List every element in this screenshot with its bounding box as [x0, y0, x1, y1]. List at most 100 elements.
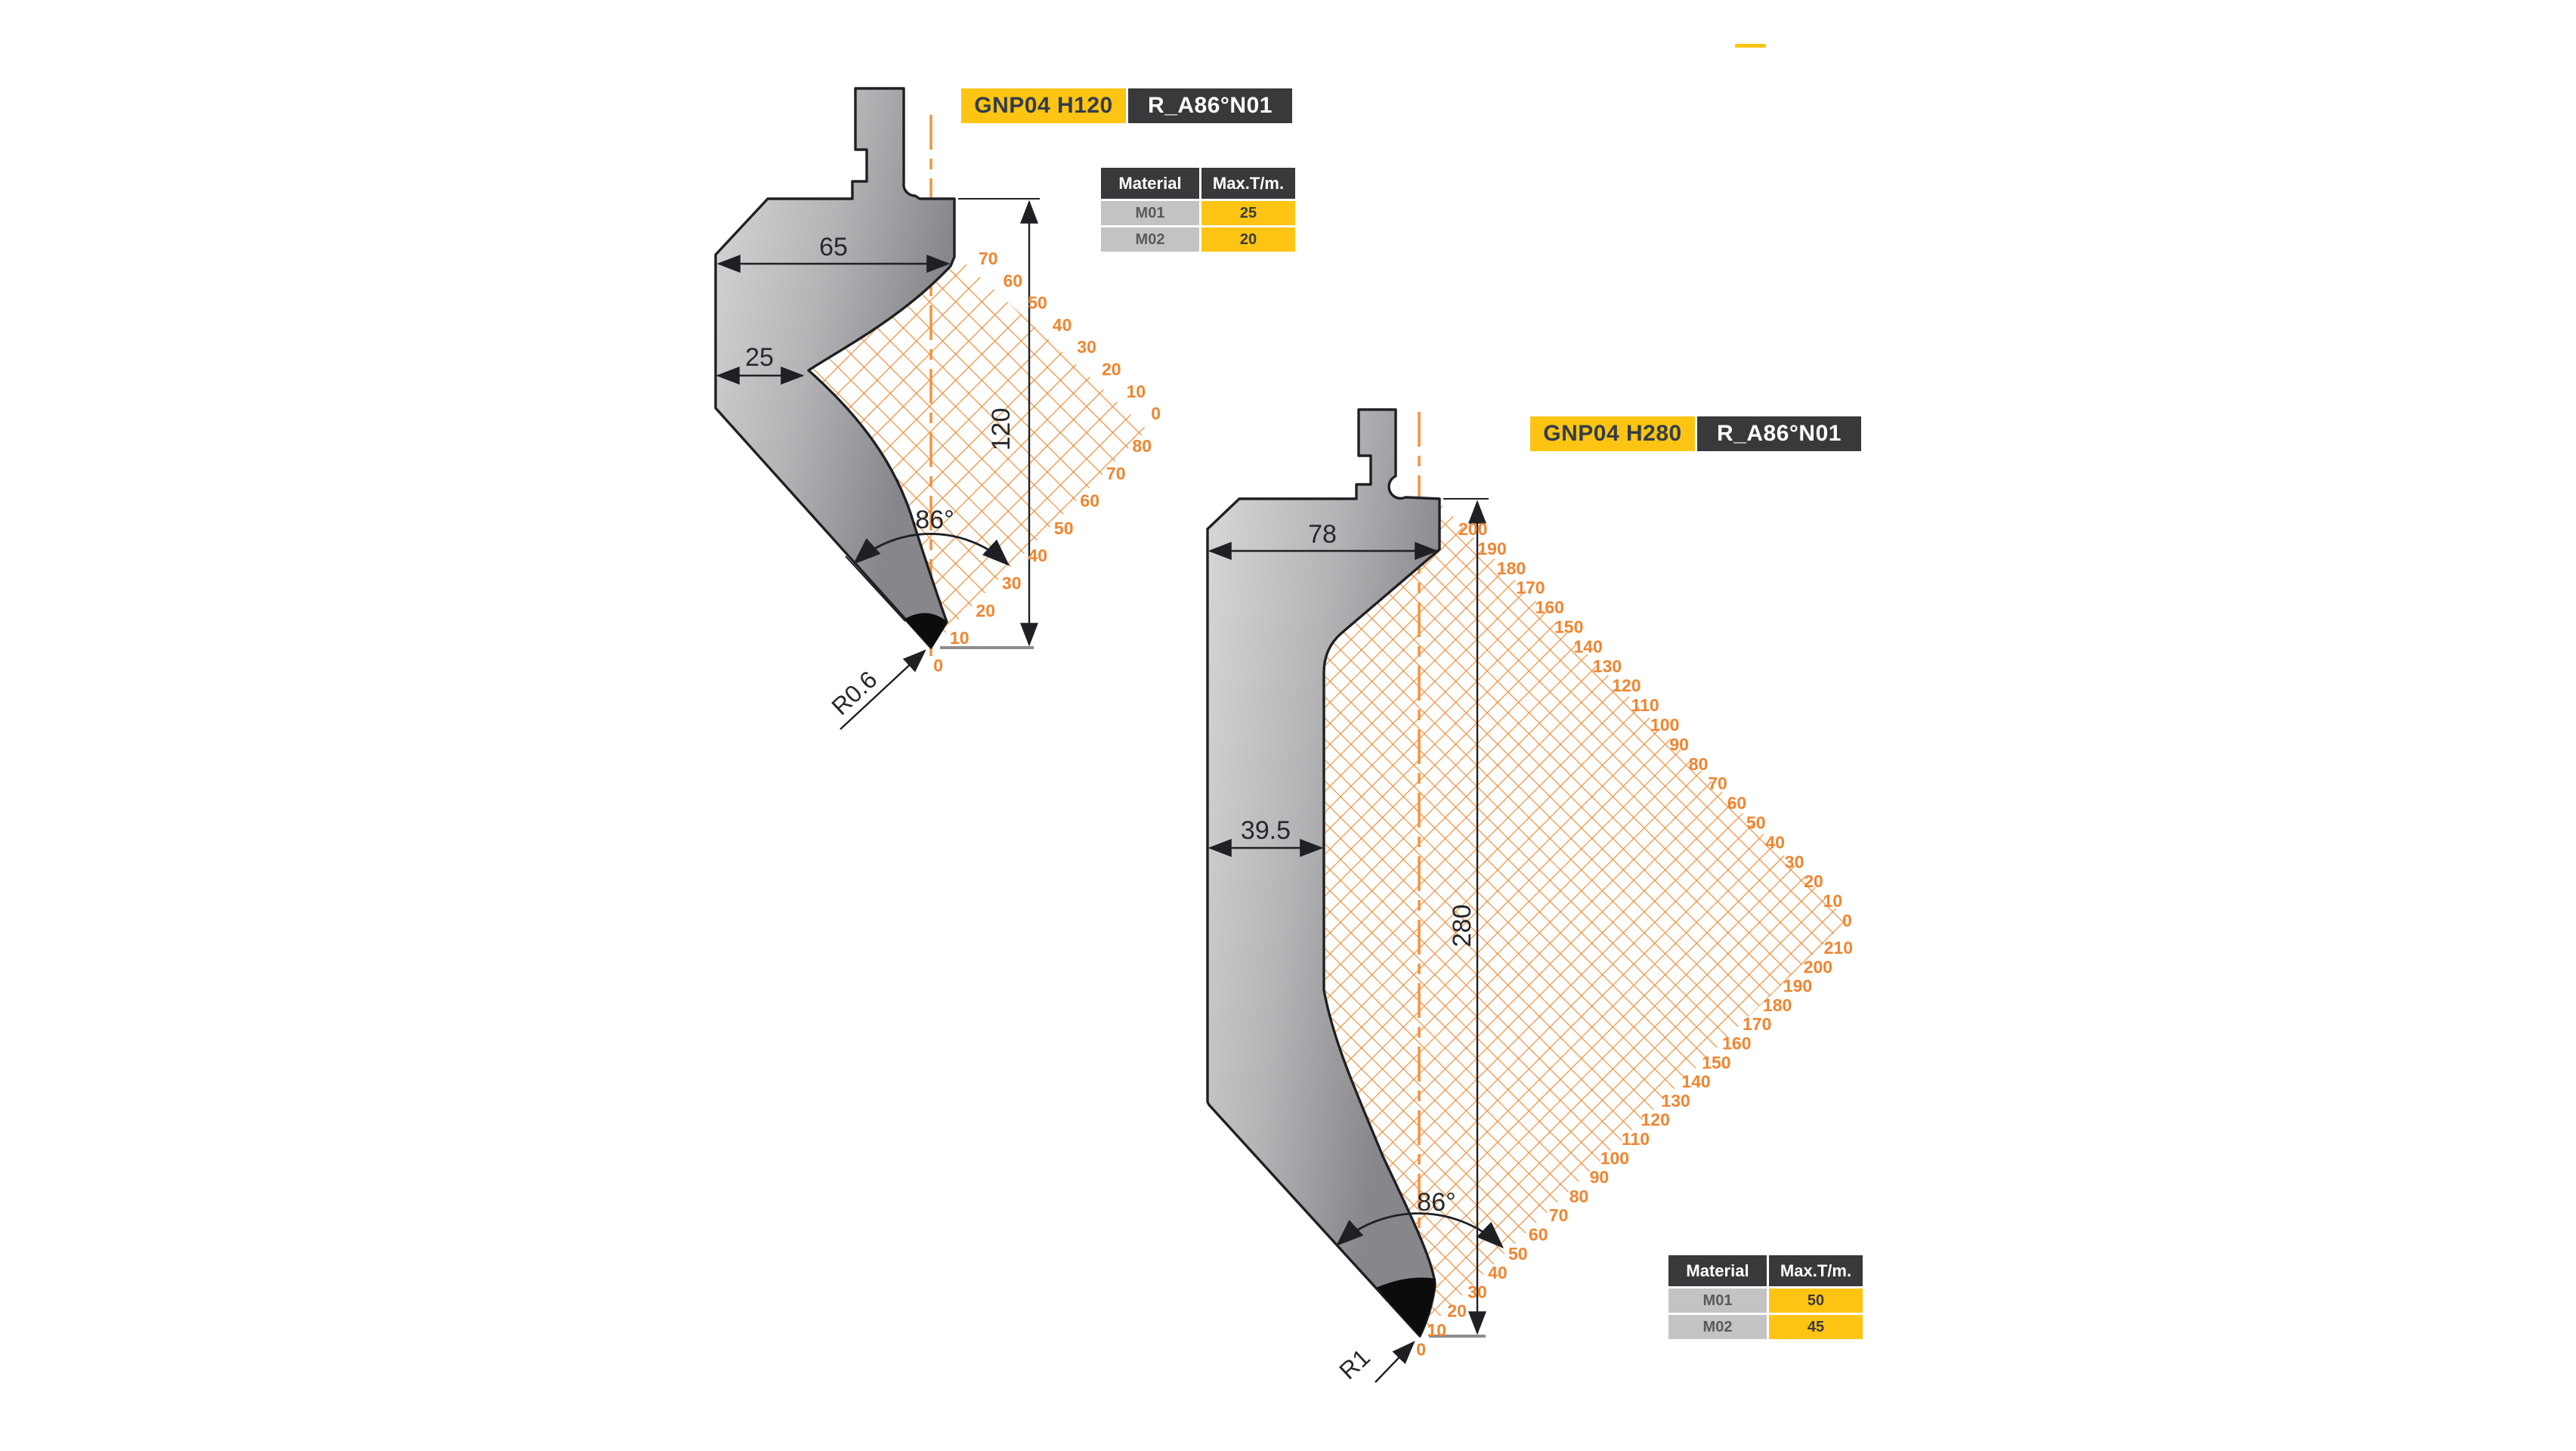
product-name-badge: GNP04 H120	[961, 88, 1126, 123]
dim-angle-label: 86°	[1417, 1188, 1455, 1217]
dim-neck-h120: 25	[716, 343, 805, 385]
ruler-label: 80	[1132, 436, 1152, 456]
ruler-label: 100	[1650, 715, 1679, 735]
max-tonnage-column-header: Max.T/m.	[1201, 168, 1295, 199]
ruler-label: 90	[1590, 1168, 1610, 1187]
ruler-label: 40	[1765, 832, 1785, 852]
ruler-label: 50	[1746, 813, 1766, 833]
ruler-label: 70	[1708, 774, 1727, 794]
tonnage-grid-h120	[809, 255, 1147, 648]
ruler-label: 20	[1447, 1301, 1467, 1321]
ruler-label: 90	[1669, 735, 1689, 754]
ruler-label: 60	[1080, 491, 1099, 511]
material-cell: M01	[1101, 201, 1199, 225]
ruler-label: 120	[1641, 1110, 1670, 1130]
ruler-label: 20	[976, 601, 995, 620]
max-tonnage-cell: 50	[1769, 1289, 1863, 1313]
ruler-label: 180	[1497, 558, 1526, 578]
table-row: M02 45	[1668, 1315, 1863, 1339]
dim-width-h280: 78	[1208, 520, 1439, 560]
product-label-h120: GNP04 H120 R_A86°N01	[961, 88, 1292, 123]
ruler-label: 140	[1681, 1072, 1710, 1091]
material-cell: M02	[1101, 227, 1199, 252]
ruler-label: 200	[1458, 519, 1487, 539]
ruler-label: 150	[1702, 1053, 1730, 1072]
material-cell: M01	[1668, 1289, 1767, 1313]
table-row: M01 25	[1101, 201, 1295, 225]
ruler-label: 70	[1549, 1205, 1569, 1225]
ruler-label: 50	[1054, 518, 1074, 538]
dim-width-label: 65	[819, 233, 848, 261]
ruler-label: 210	[1824, 938, 1853, 958]
tonnage-grid-h280	[1324, 505, 1848, 1336]
ruler-label: 20	[1804, 871, 1823, 891]
dim-height-label: 280	[1448, 905, 1477, 948]
dim-radius-h280: R1	[1334, 1341, 1415, 1384]
ruler-label: 180	[1763, 995, 1792, 1015]
dim-neck-h280: 39.5	[1208, 816, 1324, 857]
ruler-label: 80	[1569, 1186, 1589, 1206]
ruler-label: 100	[1600, 1148, 1629, 1168]
material-column-header: Material	[1101, 168, 1199, 199]
ruler-label: 110	[1622, 1129, 1650, 1149]
ruler-label: 60	[1727, 794, 1747, 813]
ruler-label: 30	[1002, 574, 1022, 593]
ruler-top-h280: 2001901801701601501401301201101009080706…	[1458, 519, 1852, 930]
dim-height-label: 120	[987, 408, 1016, 451]
ruler-label: 10	[950, 628, 969, 648]
dim-angle-h120: 86°	[845, 506, 1010, 622]
dim-height-h120: 120	[958, 198, 1040, 647]
ruler-label: 10	[1127, 382, 1146, 401]
ruler-label: 170	[1743, 1014, 1771, 1034]
ruler-label: 30	[1467, 1282, 1487, 1301]
dim-radius-h120: R0.6	[827, 649, 926, 730]
ruler-bottom-h280: 2102001901801701601501401301201101009080…	[1416, 938, 1853, 1359]
ruler-label: 50	[1028, 293, 1047, 313]
table-row: M02 20	[1101, 227, 1295, 252]
dim-width-label: 78	[1308, 520, 1337, 549]
ruler-label: 150	[1554, 617, 1583, 637]
product-type-badge: R_A86°N01	[1128, 88, 1292, 123]
ruler-label: 70	[1106, 463, 1126, 483]
dim-angle-h280: 86°	[1326, 1188, 1504, 1295]
ruler-label: 140	[1573, 636, 1602, 656]
dim-radius-label: R1	[1334, 1344, 1375, 1384]
material-table-h120: Material Max.T/m. M01 25 M02 20	[1101, 168, 1295, 254]
ruler-label: 30	[1785, 852, 1804, 871]
product-label-h280: GNP04 H280 R_A86°N01	[1530, 416, 1861, 451]
dim-angle-label: 86°	[915, 506, 954, 534]
ruler-label: 120	[1612, 676, 1641, 695]
punch-tip-h120	[905, 613, 947, 648]
ruler-label: 30	[1077, 337, 1096, 357]
max-tonnage-cell: 25	[1201, 201, 1295, 225]
ruler-label: 10	[1427, 1320, 1446, 1340]
product-type-badge: R_A86°N01	[1697, 416, 1861, 451]
decorative-yellow-dash	[1735, 44, 1766, 48]
drawing-h280: 78 39.5 280 86° R1 200190180170160150140…	[1206, 408, 1853, 1384]
ruler-label: 110	[1631, 695, 1659, 715]
ruler-label: 0	[1151, 404, 1161, 423]
dim-radius-label: R0.6	[827, 666, 883, 720]
dim-neck-label: 39.5	[1241, 816, 1291, 845]
ruler-label: 200	[1804, 957, 1832, 976]
ruler-label: 190	[1477, 539, 1506, 558]
ruler-label: 40	[1053, 315, 1072, 335]
ruler-label: 160	[1535, 598, 1564, 617]
punch-body-h120	[714, 87, 956, 649]
max-tonnage-cell: 20	[1201, 227, 1295, 252]
ruler-label: 80	[1689, 754, 1709, 774]
punch-tip-h280	[1376, 1277, 1436, 1336]
ruler-label: 70	[979, 249, 998, 268]
max-tonnage-column-header: Max.T/m.	[1769, 1255, 1863, 1286]
ruler-label: 0	[933, 655, 943, 675]
ruler-label: 20	[1102, 360, 1121, 379]
ruler-label: 60	[1529, 1225, 1548, 1245]
ruler-label: 160	[1722, 1034, 1751, 1053]
material-cell: M02	[1668, 1315, 1767, 1339]
table-row: M01 50	[1668, 1289, 1863, 1313]
ruler-label: 10	[1823, 891, 1843, 911]
